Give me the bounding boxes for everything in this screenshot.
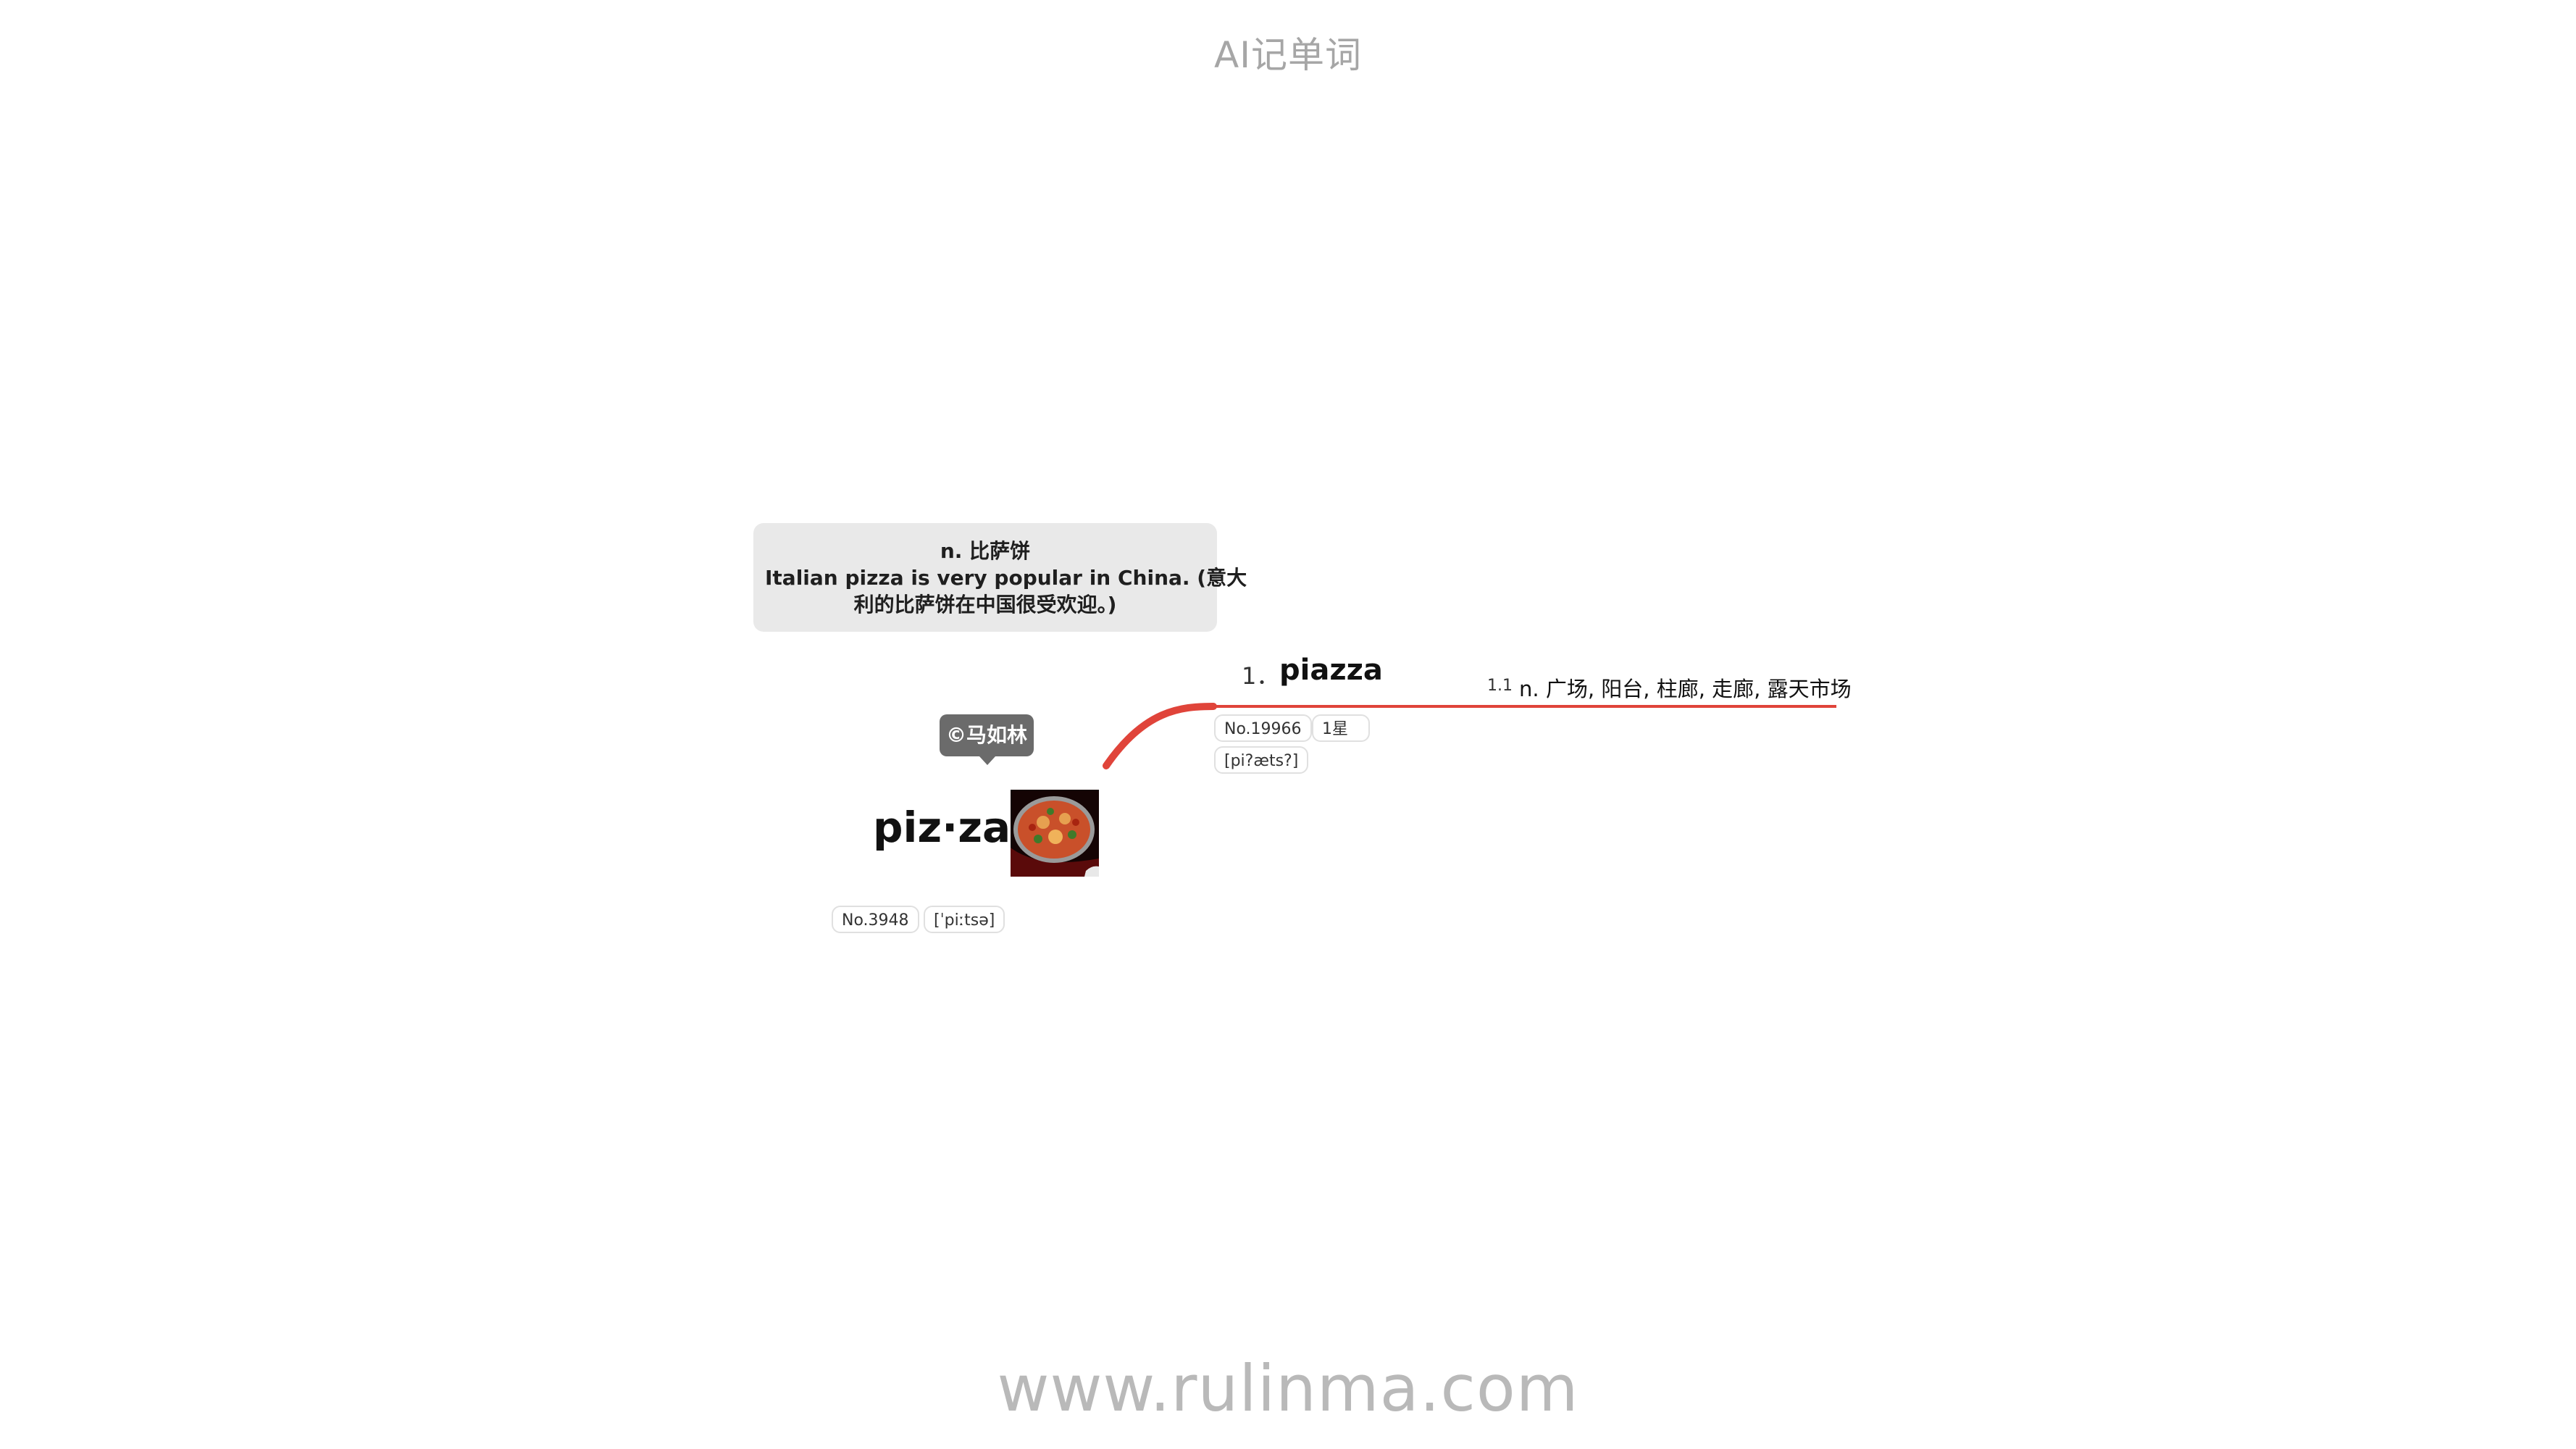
note-example-cont: 利的比萨饼在中国很受欢迎。) (853, 593, 1117, 617)
bubble-pointer (979, 756, 995, 765)
sub-branch-meaning[interactable]: n. 广场, 阳台, 柱廊, 走廊, 露天市场 (1519, 677, 1852, 701)
branch-rank-tag: No.19966 (1214, 714, 1312, 742)
branch-index: 1． (1242, 662, 1280, 690)
app-title: AI记单词 (1214, 34, 1362, 76)
note-meaning: n. 比萨饼 (940, 539, 1031, 563)
root-word[interactable]: piz·za (873, 803, 1011, 852)
note-example: Italian pizza is very popular in China. … (765, 566, 1247, 590)
connector-curve (1103, 703, 1217, 769)
pizza-photo-icon (1011, 790, 1099, 877)
branch-word[interactable]: piazza (1279, 653, 1383, 687)
root-phonetic-tag: [ˈpiːtsə] (924, 906, 1005, 933)
sub-branch-index: 1.1 (1487, 677, 1513, 695)
pizza-image (1011, 790, 1099, 877)
definition-note: n. 比萨饼 Italian pizza is very popular in … (753, 523, 1247, 632)
branch-phonetic-tag: [pi?æts?] (1214, 746, 1309, 774)
root-rank-tag: No.3948 (832, 906, 919, 933)
copyright-bubble: ©马如林 (940, 714, 1034, 756)
branch-stars-tag: 1星 (1312, 714, 1370, 742)
footer-url: www.rulinma.com (997, 1351, 1579, 1426)
